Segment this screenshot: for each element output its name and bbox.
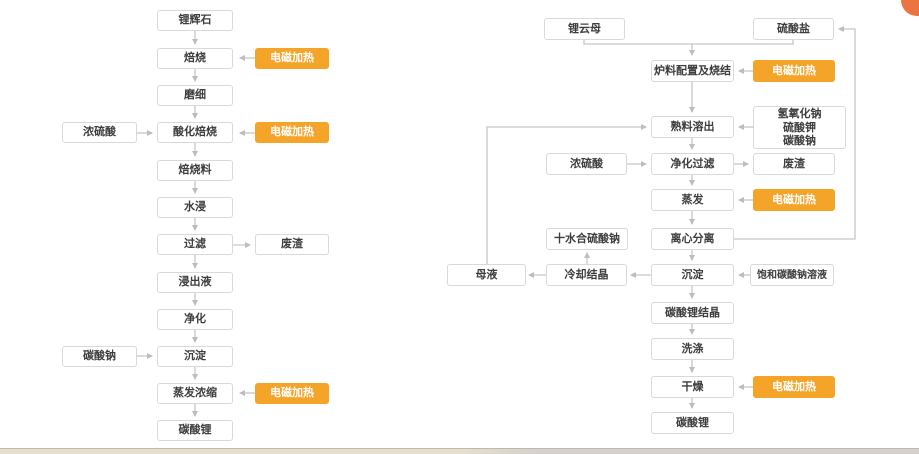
flow-node-lithium-carbonate-crystals: 碳酸锂结晶 [651, 302, 734, 324]
output-node-waste-residue-right: 废渣 [753, 153, 835, 175]
flow-node-clinker-dissolution: 熟料溶出 [651, 116, 734, 138]
flow-node-filtration: 过滤 [157, 234, 233, 255]
flow-node-acid-roasting: 酸化焙烧 [157, 122, 233, 143]
flow-node-purification: 净化 [157, 309, 233, 330]
output-node-sodium-sulfate-decahydrate: 十水合硫酸钠 [546, 228, 628, 250]
flow-node-lithium-carbonate-left: 碳酸锂 [157, 420, 233, 441]
slide-footer-bar [0, 448, 919, 454]
additive-line-na2co3: 碳酸钠 [783, 134, 816, 148]
input-node-saturated-sodium-carbonate: 饱和碳酸钠溶液 [750, 264, 834, 286]
heat-callout-evaporation: 电磁加热 [255, 383, 329, 404]
heat-callout-drying: 电磁加热 [753, 376, 835, 398]
heat-callout-sintering: 电磁加热 [753, 60, 835, 82]
corner-logo-fragment [901, 0, 919, 16]
flow-node-leachate: 浸出液 [157, 272, 233, 293]
flow-node-drying: 干燥 [651, 376, 734, 398]
output-node-waste-residue: 废渣 [255, 234, 329, 255]
flow-node-burden-sintering: 炉料配置及烧结 [651, 60, 734, 82]
flow-node-evaporation-concentration: 蒸发浓缩 [157, 383, 233, 404]
flow-node-mother-liquor: 母液 [447, 264, 526, 286]
flow-node-purification-filtration: 净化过滤 [651, 153, 734, 175]
input-node-conc-sulfuric-acid: 浓硫酸 [62, 122, 137, 143]
flow-node-washing: 洗涤 [651, 338, 734, 360]
flow-node-lepidolite: 锂云母 [544, 18, 625, 40]
flow-node-precipitation: 沉淀 [157, 346, 233, 367]
input-node-additives: 氢氧化钠 硫酸钾 碳酸钠 [753, 106, 846, 149]
additive-line-k2so4: 硫酸钾 [783, 120, 816, 134]
flow-node-spodumene: 锂辉石 [157, 10, 233, 31]
input-node-conc-sulfuric-acid-right: 浓硫酸 [546, 153, 627, 175]
input-node-sodium-carbonate: 碳酸钠 [62, 346, 137, 367]
flow-node-precipitation-right: 沉淀 [651, 264, 734, 286]
heat-callout-evaporation-right: 电磁加热 [753, 189, 835, 211]
flow-node-water-leaching: 水浸 [157, 197, 233, 218]
flow-node-cooling-crystallization: 冷却结晶 [546, 264, 627, 286]
flow-node-grinding: 磨细 [157, 85, 233, 106]
flow-node-sulfate: 硫酸盐 [753, 18, 834, 40]
flow-node-roasted-material: 焙烧料 [157, 160, 233, 181]
flow-node-evaporation: 蒸发 [651, 189, 734, 211]
additive-line-naoh: 氢氧化钠 [777, 106, 822, 120]
flow-node-lithium-carbonate-right: 碳酸锂 [651, 412, 734, 434]
heat-callout-roasting: 电磁加热 [255, 48, 329, 69]
heat-callout-acid-roasting: 电磁加热 [255, 122, 329, 143]
flow-node-roasting: 焙烧 [157, 48, 233, 69]
flow-node-centrifugal-separation: 离心分离 [651, 228, 734, 250]
